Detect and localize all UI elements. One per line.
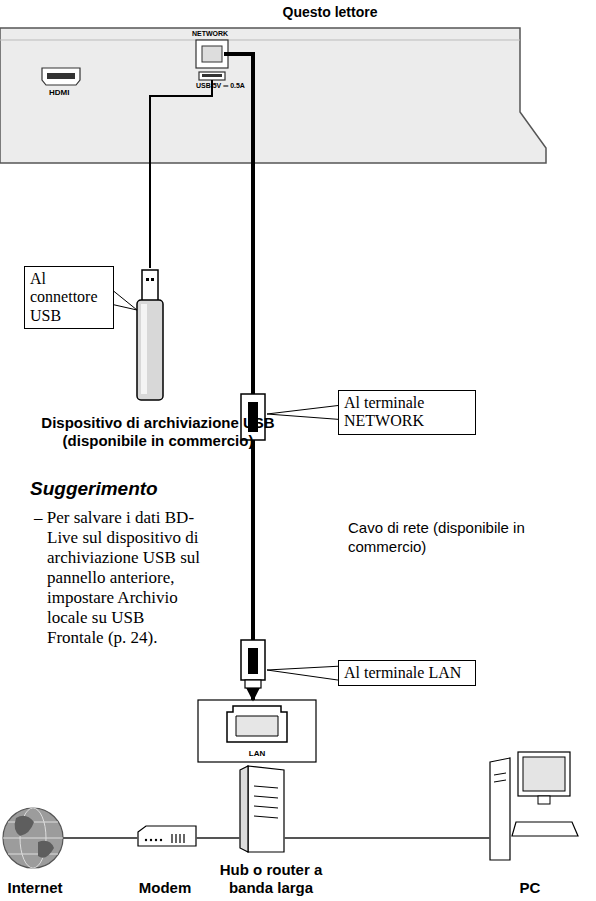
tip-heading: Suggerimento [30, 478, 158, 500]
node-label: Dispositivo di archiviazione USB (dispon… [18, 414, 298, 450]
network-plug [241, 640, 265, 680]
usb-wire [150, 80, 212, 165]
callout-pointer [267, 405, 339, 419]
usb-connector [151, 278, 154, 281]
globe-icon [15, 816, 54, 858]
pc-monitor [523, 757, 565, 791]
callout-box: Al connettore USB [24, 266, 114, 329]
globe-icon [8, 854, 58, 855]
network-plug [248, 648, 258, 674]
usb-stick [137, 300, 163, 400]
node-label: Internet [0, 879, 70, 897]
callout-pointer [113, 291, 137, 310]
lan-port [236, 716, 278, 736]
lan-port-box: LAN [198, 700, 316, 762]
globe-icon [3, 838, 63, 839]
node-label: Modem [128, 879, 202, 897]
wire [202, 837, 218, 839]
pc-node: PC [478, 745, 582, 897]
callout-text: Al terminale LAN [344, 664, 470, 682]
player-panel [0, 28, 546, 163]
wire [149, 165, 151, 268]
port-label: HDMI [49, 88, 69, 97]
usb-port [199, 72, 225, 80]
port-label: NETWORK [192, 30, 228, 38]
wire [70, 837, 128, 839]
node-label: PC [478, 879, 582, 897]
network-cable [224, 54, 253, 165]
usb-connector [142, 270, 158, 302]
callout-box: Al terminale NETWORK [338, 390, 476, 435]
usb-stick [141, 304, 147, 394]
hub-icon [240, 766, 248, 852]
player-unit: Questo lettore [0, 0, 548, 165]
modem-node: Modem [128, 815, 202, 897]
port-label: USB 5V ═ 0.5A [196, 82, 245, 90]
hub-router-node: Hub o router a banda larga [218, 762, 324, 897]
edge-label: Cavo di rete (disponibile in commercio) [348, 518, 538, 556]
callout-text: Al terminale NETWORK [344, 394, 470, 431]
hdmi-port [42, 68, 80, 85]
network-plug [245, 680, 261, 688]
lan-port [227, 706, 287, 742]
node-label: Hub o router a banda larga [218, 861, 324, 897]
node-label: LAN [198, 749, 316, 759]
network-port [202, 46, 222, 62]
usb-connector [146, 278, 149, 281]
lan-box [198, 700, 316, 762]
globe-icon [3, 808, 63, 868]
modem-icon [138, 826, 196, 846]
callout-pointer [267, 666, 339, 680]
tip-text: – Per salvare i dati BD-Live sul disposi… [34, 508, 204, 648]
pc-tower [490, 758, 510, 860]
wire [324, 837, 478, 839]
hub-icon [248, 766, 284, 852]
pc-keyboard [512, 822, 578, 836]
pc-monitor [518, 752, 570, 796]
hdmi-port [47, 73, 75, 79]
node-label: Questo lettore [270, 4, 390, 21]
usb-port [202, 74, 222, 77]
internet-node: Internet [0, 805, 70, 897]
panel-edge [0, 40, 520, 41]
callout-box: Al terminale LAN [338, 660, 476, 686]
callout-text: Al connettore USB [30, 270, 108, 325]
network-port [196, 40, 228, 68]
